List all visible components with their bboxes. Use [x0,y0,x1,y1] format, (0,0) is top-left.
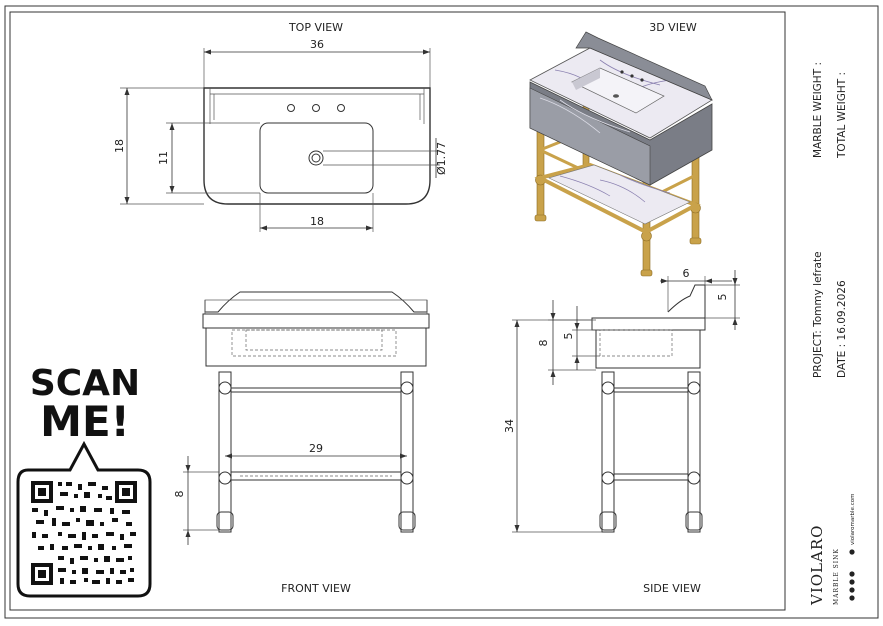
front-shelf-dimension: 8 [173,491,186,498]
me-text: ME! [40,397,130,446]
side-basin-dimension: 5 [562,333,575,340]
project-label: PROJECT: Tommy lefrate [812,251,824,378]
three-d-view: 3D VIEW [529,21,713,277]
side-top-slab [591,317,706,331]
social-icon [849,595,855,601]
top-view-outline [203,87,431,205]
social-icons [849,549,855,601]
basin-width-dimension: 18 [310,215,324,228]
side-apron [595,329,701,369]
brand-website[interactable]: violaromarble.com [850,494,856,545]
side-backsplash-depth-dimension: 6 [683,267,690,280]
three-d-view-label: 3D VIEW [649,21,697,34]
qr-modules [31,481,137,585]
basin-depth-dimension: 11 [157,151,170,165]
brand-name: VIOLARO [808,525,826,606]
side-apron-dimension: 8 [537,340,550,347]
front-span-dimension: 29 [309,442,323,455]
faucet-hole-center [312,104,320,112]
front-leg-right [400,371,414,533]
side-backsplash [667,284,706,318]
web-icon [849,549,855,555]
three-d-shelf [548,164,691,225]
social-icon [849,587,855,593]
top-width-dimension: 36 [310,38,324,51]
social-icon [849,571,855,577]
top-view: TOP VIEW 36 Ø1.77 18 11 [113,21,448,232]
front-leg-left [218,371,232,533]
front-view: FRONT VIEW 29 8 [173,291,430,595]
three-d-backsplash [575,31,713,101]
faucet-hole-right [337,104,345,112]
date-label: DATE : 16.09.2026 [836,280,848,378]
side-leg-left [601,371,615,533]
drain-inner [311,153,321,163]
total-weight-label: TOTAL WEIGHT : [836,72,848,159]
title-block: MARBLE WEIGHT : TOTAL WEIGHT : PROJECT: … [808,62,856,606]
side-backsplash-height-dimension: 5 [716,294,729,301]
gold-stand [534,104,702,277]
top-view-basin [259,122,374,194]
scan-me-block: SCAN ME! [16,363,152,598]
side-leg-right [687,371,701,533]
drain-outer [308,150,324,166]
brand-tagline: MARBLE SINK [833,548,840,605]
scan-text: SCAN [30,363,140,404]
front-view-label: FRONT VIEW [281,582,351,595]
side-view: SIDE VIEW 34 8 [503,267,740,595]
top-view-label: TOP VIEW [288,21,343,34]
social-icon [849,579,855,585]
sheet-outer-border [4,5,879,619]
front-top-slab [202,313,430,329]
faucet-hole-left [287,104,295,112]
front-apron [205,327,427,367]
marble-weight-label: MARBLE WEIGHT : [812,62,824,158]
side-view-label: SIDE VIEW [643,582,701,595]
side-height-dimension: 34 [503,419,516,433]
top-depth-dimension: 18 [113,139,126,153]
drain-diameter-dimension: Ø1.77 [435,142,448,175]
